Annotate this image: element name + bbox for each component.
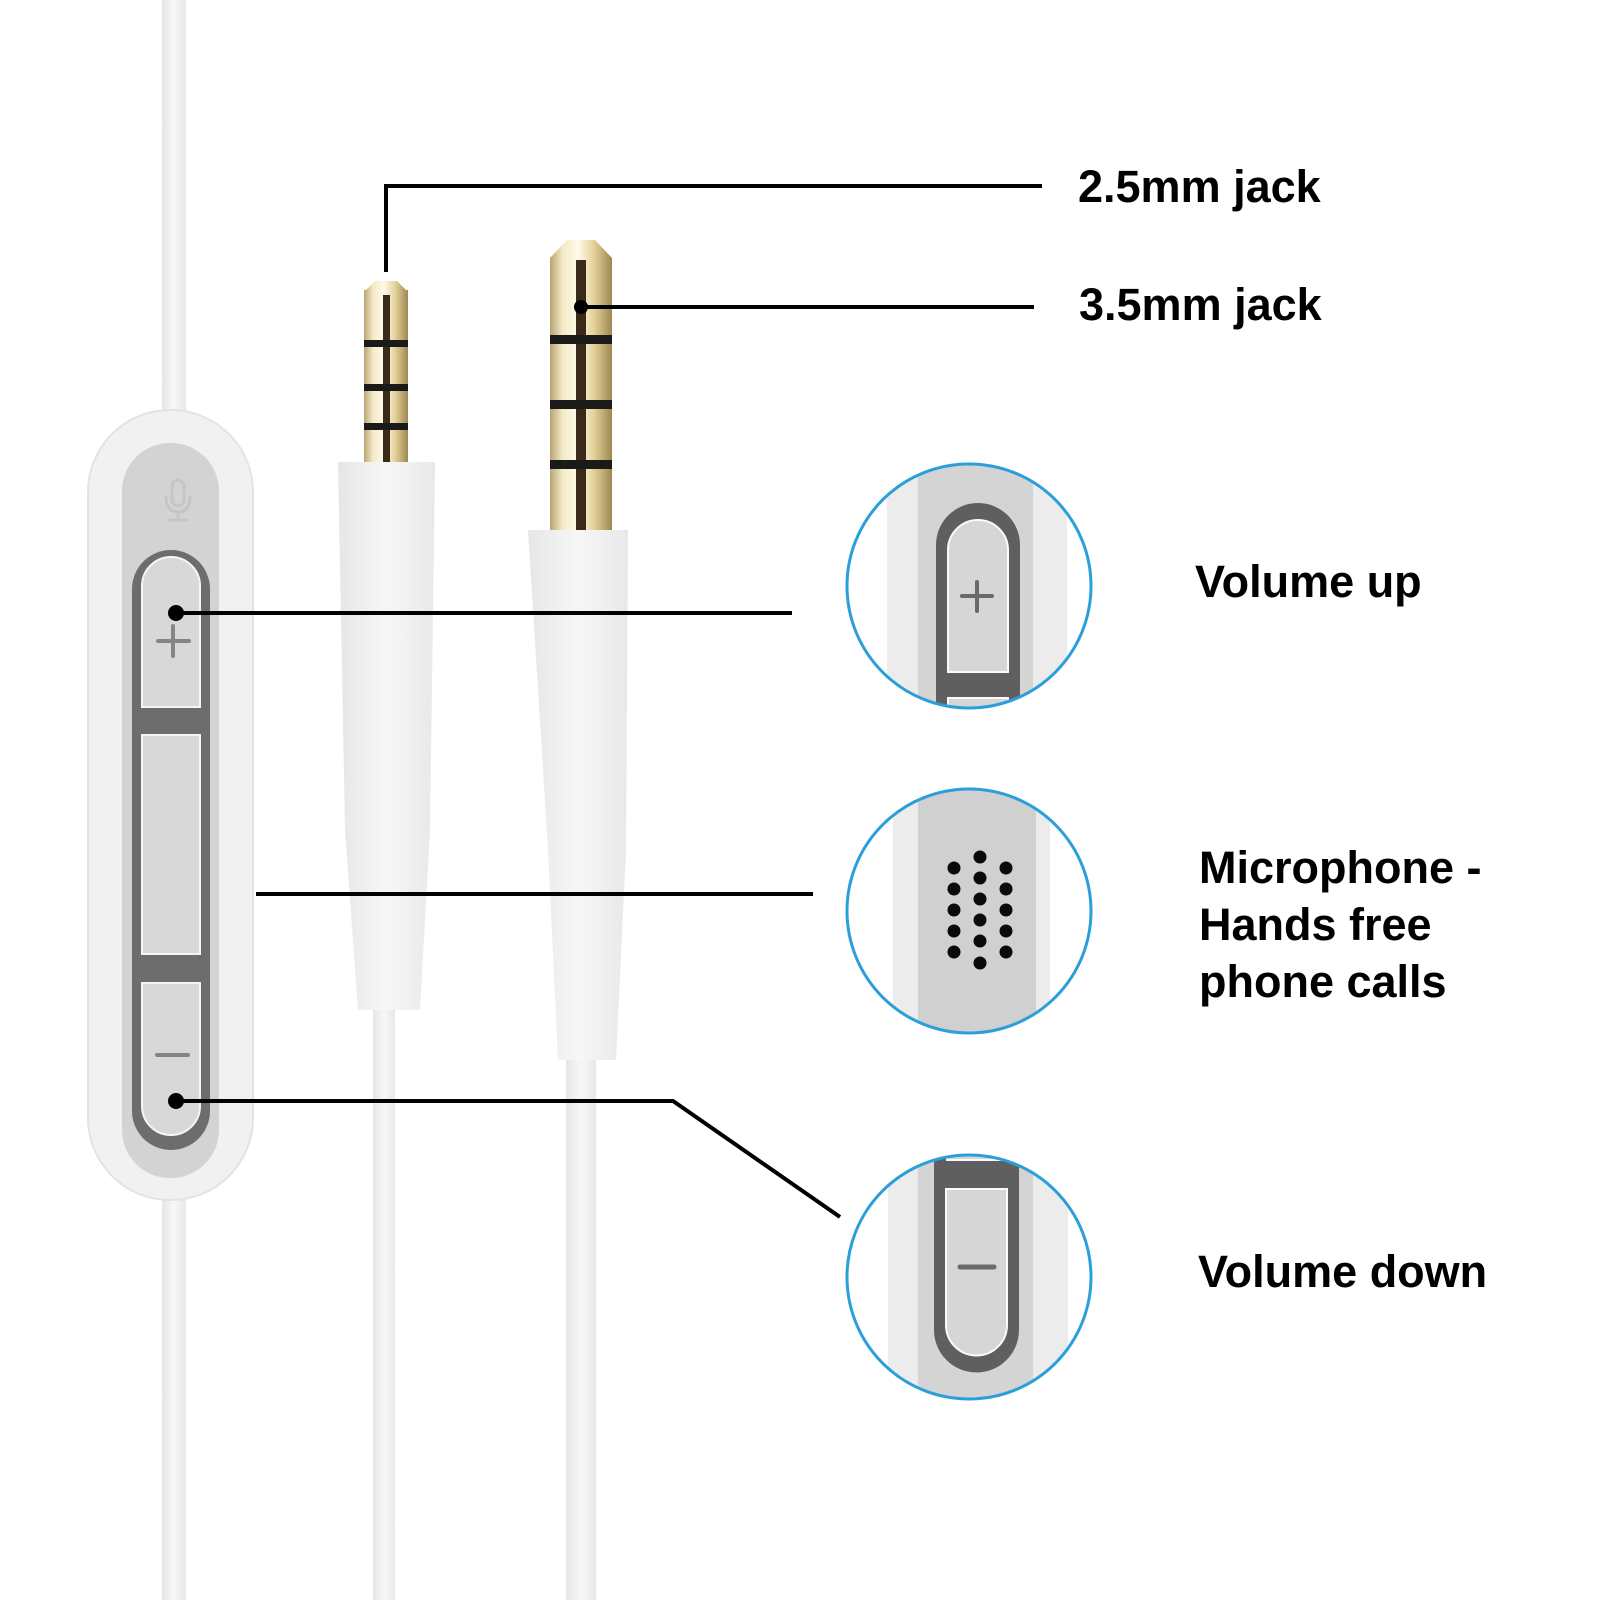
label-volume-up: Volume up <box>1195 556 1422 607</box>
inline-remote <box>87 409 254 1201</box>
label-microphone-line-2: Hands free <box>1199 899 1432 951</box>
multifunction-button[interactable] <box>141 734 201 955</box>
grille-dot <box>973 934 987 948</box>
plus-icon <box>156 624 191 658</box>
callout-dots <box>168 300 588 1109</box>
microphone-icon <box>164 478 192 522</box>
volume-down-button[interactable] <box>141 982 201 1136</box>
grille-dot <box>947 924 961 938</box>
plug-2-5mm <box>338 281 435 1010</box>
grille-dot <box>973 850 987 864</box>
plug-3-5mm <box>528 240 628 1060</box>
grille-dot <box>999 924 1013 938</box>
microphone-grille-icon <box>947 850 1013 970</box>
grille-dot <box>973 913 987 927</box>
grille-dot <box>947 882 961 896</box>
grille-dot <box>973 892 987 906</box>
callout-volume-down <box>176 1099 842 1219</box>
grille-dot <box>999 903 1013 917</box>
label-microphone-line-1: Microphone - <box>1199 842 1482 893</box>
grille-dot <box>973 956 987 970</box>
callout-lines <box>176 184 1042 1219</box>
volume-up-button[interactable] <box>141 556 201 708</box>
grille-dot <box>999 882 1013 896</box>
grille-dot <box>973 871 987 885</box>
label-3-5mm-jack: 3.5mm jack <box>1079 279 1322 330</box>
zoom-circle-volume-up <box>845 462 1093 710</box>
grille-dot <box>947 903 961 917</box>
zoom-circle-microphone <box>845 787 1093 1035</box>
label-volume-down: Volume down <box>1198 1246 1488 1297</box>
callout-2-5mm <box>384 184 1042 272</box>
grille-dot <box>999 945 1013 959</box>
grille-dot <box>947 861 961 875</box>
label-2-5mm-jack: 2.5mm jack <box>1078 161 1321 212</box>
grille-dot <box>947 945 961 959</box>
label-microphone-line-3: phone calls <box>1199 956 1447 1008</box>
label-microphone: Microphone - Hands free phone calls <box>1199 839 1481 1010</box>
zoom-circle-volume-down <box>845 1153 1093 1401</box>
cable <box>162 0 596 1600</box>
grille-dot <box>999 861 1013 875</box>
